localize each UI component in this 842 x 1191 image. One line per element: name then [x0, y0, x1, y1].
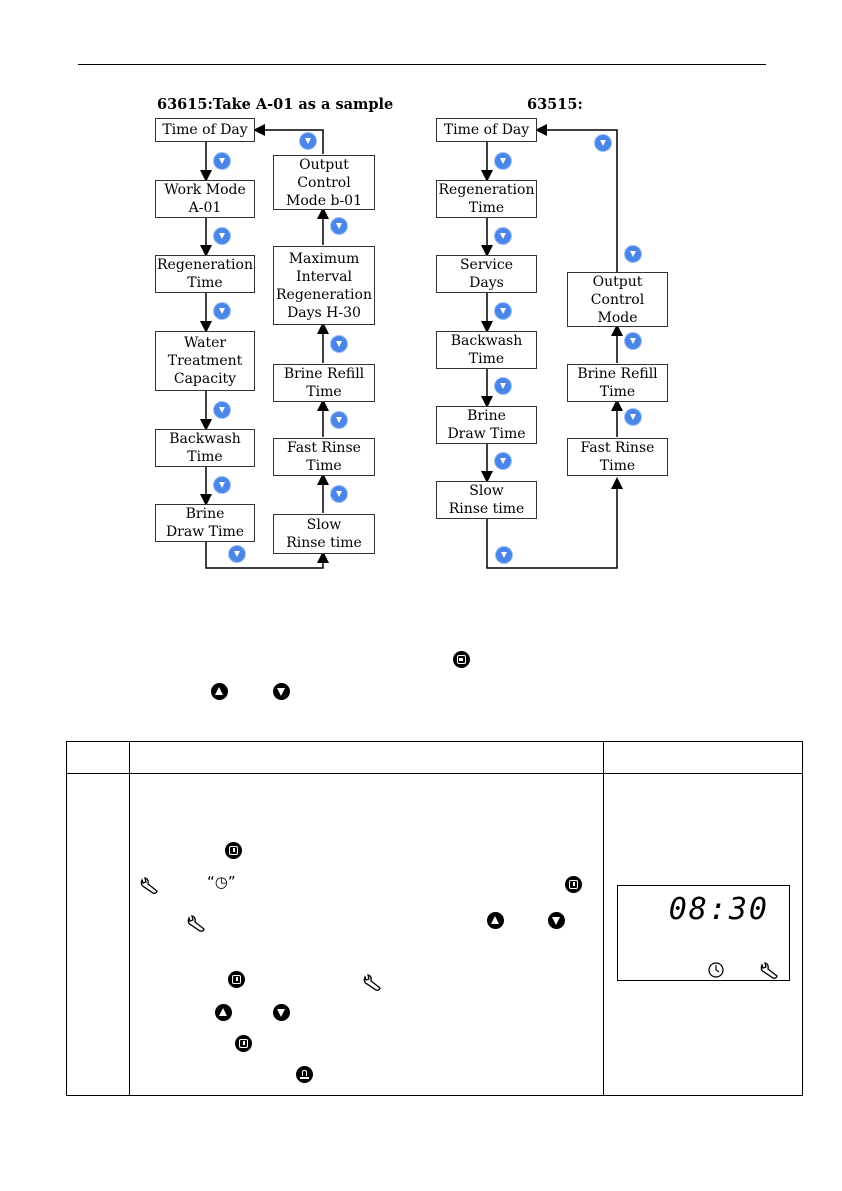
set-key-icon [565, 876, 582, 893]
lcd-display: 08:30 [617, 885, 790, 981]
lcd-time-readout: 08:30 [668, 892, 769, 927]
left-box-brine-refill-time: Brine Refill Time [273, 364, 375, 402]
right-box-slow-rinse-time: Slow Rinse time [436, 481, 537, 519]
down-key-icon [273, 683, 290, 700]
down-arrow-badge-icon [214, 153, 230, 169]
table-header-row [66, 741, 804, 774]
down-key-icon [273, 1004, 290, 1021]
down-arrow-badge-icon [300, 133, 316, 149]
left-box-brine-draw-time: Brine Draw Time [155, 504, 255, 542]
right-box-regeneration-time: Regeneration Time [436, 180, 537, 218]
down-arrow-badge-icon [229, 546, 245, 562]
menu-key-icon [453, 651, 470, 668]
left-box-time-of-day: Time of Day [155, 118, 255, 142]
left-box-backwash-time: Backwash Time [155, 429, 255, 467]
clock-icon [708, 962, 724, 978]
wrench-icon [187, 915, 205, 932]
up-key-icon [215, 1004, 232, 1021]
flow-connectors [200, 124, 623, 569]
wrench-icon [363, 974, 381, 991]
set-key-icon [225, 842, 242, 859]
setting-steps-table [66, 741, 804, 1096]
down-arrow-badge-icon [495, 378, 511, 394]
flowcharts: 63615:Take A-01 as a sample 63515: [155, 96, 668, 569]
right-box-backwash-time: Backwash Time [436, 331, 537, 369]
down-arrow-badge-icon [214, 228, 230, 244]
right-box-brine-draw-time: Brine Draw Time [436, 406, 537, 444]
regeneration-key-icon [296, 1066, 313, 1083]
left-box-regeneration-time: Regeneration Time [155, 255, 255, 293]
left-box-water-treatment-capacity: Water Treatment Capacity [155, 331, 255, 391]
right-box-time-of-day: Time of Day [436, 118, 537, 142]
down-arrow-badge-icon [214, 402, 230, 418]
header-rule [78, 64, 766, 65]
wrench-icon [760, 962, 778, 979]
down-arrow-badge-icon [625, 246, 641, 262]
table-cell [66, 773, 130, 1096]
down-arrow-badge-icon [331, 336, 347, 352]
table-cell [128, 773, 604, 1096]
table-header-cell [66, 741, 130, 774]
left-box-slow-rinse-time: Slow Rinse time [273, 514, 375, 554]
left-box-output-control-mode: Output Control Mode b-01 [273, 155, 375, 210]
right-box-output-control-mode: Output Control Mode [567, 272, 668, 327]
table-header-cell [602, 741, 804, 774]
left-box-fast-rinse-time: Fast Rinse Time [273, 438, 375, 476]
right-chart-title: 63515: [527, 96, 583, 113]
down-arrow-badge-icon [495, 153, 511, 169]
up-key-icon [211, 683, 228, 700]
wrench-icon [140, 877, 158, 894]
left-box-max-interval-days: Maximum Interval Regeneration Days H-30 [273, 246, 375, 325]
table-header-cell [128, 741, 604, 774]
down-arrow-badge-icon [214, 477, 230, 493]
clock-icon: “◷” [207, 873, 236, 891]
down-arrow-badge-icon [495, 228, 511, 244]
left-chart-title: 63615:Take A-01 as a sample [157, 96, 394, 113]
down-arrow-badge-icon [331, 218, 347, 234]
down-arrow-badge-icon [625, 333, 641, 349]
up-key-icon [487, 912, 504, 929]
down-arrow-badge-icon [595, 135, 611, 151]
down-arrow-badge-icon [625, 409, 641, 425]
set-key-icon [235, 1035, 252, 1052]
down-arrow-badge-icon [214, 303, 230, 319]
right-box-brine-refill-time: Brine Refill Time [567, 364, 668, 402]
down-key-icon [548, 912, 565, 929]
down-arrow-badge-icon [495, 453, 511, 469]
right-box-service-days: Service Days [436, 255, 537, 293]
right-box-fast-rinse-time: Fast Rinse Time [567, 438, 668, 476]
left-box-work-mode: Work Mode A-01 [155, 180, 255, 218]
down-arrow-badge-icon [331, 486, 347, 502]
down-arrow-badge-icon [495, 303, 511, 319]
down-arrow-badge-icon [496, 547, 512, 563]
set-key-icon [228, 971, 245, 988]
down-arrow-badge-icon [331, 412, 347, 428]
